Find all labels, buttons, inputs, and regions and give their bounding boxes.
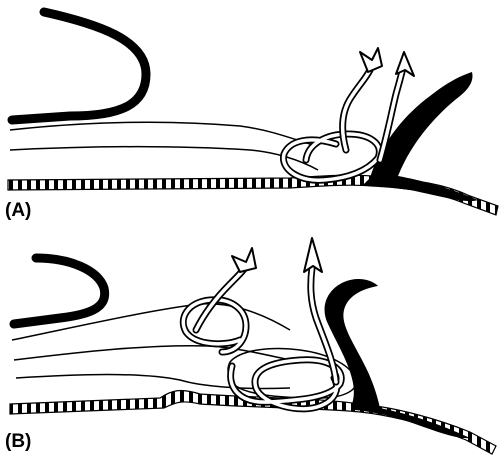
panel-b-tube-middle-outline [14, 346, 300, 362]
panel-b-drawing [10, 238, 496, 454]
panel-b-dark-wall [325, 279, 470, 438]
panel-b-tube-lower-outline [16, 375, 290, 389]
panel-a-tube-upper-outline [10, 122, 310, 144]
panel-a-dark-wall [362, 72, 478, 201]
panel-b-upper-hook [14, 258, 105, 324]
panel-a-drawing [8, 12, 498, 215]
panel-a-hatched-membrane [8, 175, 498, 215]
panel-a-upper-hook [12, 12, 146, 120]
panel-b-suture-tail-fork [232, 248, 256, 272]
panel-b-suture-arrowhead [304, 238, 322, 272]
panel-a-suture-tail-fork [360, 48, 382, 72]
panel-a-tube-lower-outline [10, 147, 318, 170]
panel-b-suture-loops [183, 266, 341, 409]
panel-b-label: (B) [5, 432, 31, 451]
panel-a-label: (A) [5, 201, 31, 220]
